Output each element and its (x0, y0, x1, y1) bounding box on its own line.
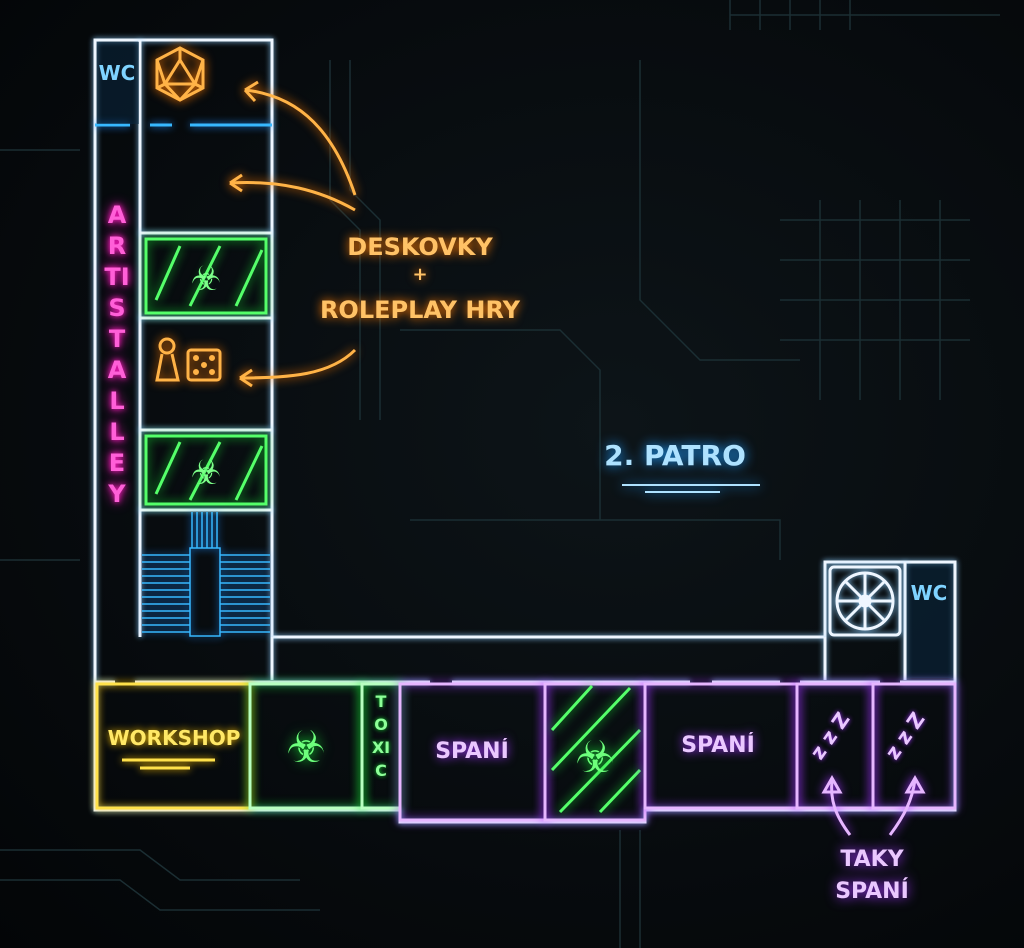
pawn-icon (155, 337, 180, 382)
hazard-room-1[interactable]: ☣ (144, 237, 268, 315)
hazard-room-4[interactable]: ☣ (543, 682, 647, 822)
games-arrows (229, 80, 357, 388)
wc-top-room[interactable] (97, 42, 139, 124)
page-title: 2. PATRO (604, 439, 746, 472)
spani-label: SPANÍ (435, 738, 509, 764)
walls (93, 38, 957, 824)
wc-top-label: WC (99, 61, 136, 85)
games-annotation: DESKOVKY + ROLEPLAY HRY (320, 233, 521, 324)
sleep-arrows (821, 774, 926, 836)
artist-alley-label: ARTIST ALLEY (104, 201, 130, 508)
dice-icon (186, 348, 222, 382)
wc-right-room[interactable] (907, 564, 953, 678)
sleep-room-2[interactable]: SPANÍ (643, 682, 799, 810)
circuit-background (0, 0, 1000, 948)
wc-right-label: WC (911, 581, 948, 605)
hazard-room-2[interactable]: ☣ (144, 434, 268, 506)
roleplay-label: ROLEPLAY HRY (320, 296, 521, 324)
staircase (142, 512, 270, 637)
taky-spani-label: SPANÍ (835, 878, 909, 904)
sleep-room-1[interactable]: SPANÍ (398, 682, 547, 822)
biohazard-icon: ☣ (286, 723, 325, 772)
hazard-room-3[interactable]: ☣ (248, 682, 364, 810)
toxic-label: TOXIC (371, 692, 391, 780)
biohazard-icon: ☣ (191, 261, 221, 298)
plus-label: + (412, 264, 427, 285)
d20-dice-icon (155, 46, 205, 102)
ventilation-fan-icon (828, 565, 902, 637)
workshop-room[interactable]: WORKSHOP (95, 682, 252, 810)
biohazard-icon: ☣ (191, 455, 221, 492)
taky-spani-annotation: TAKY SPANÍ (835, 847, 909, 904)
deskovky-label: DESKOVKY (347, 233, 493, 261)
workshop-label: WORKSHOP (108, 726, 241, 750)
spani-label: SPANÍ (681, 732, 755, 758)
taky-label: TAKY (840, 847, 904, 872)
sleep-room-4[interactable] (871, 682, 957, 810)
floor-title: 2. PATRO (604, 439, 760, 493)
biohazard-icon: ☣ (575, 733, 614, 782)
